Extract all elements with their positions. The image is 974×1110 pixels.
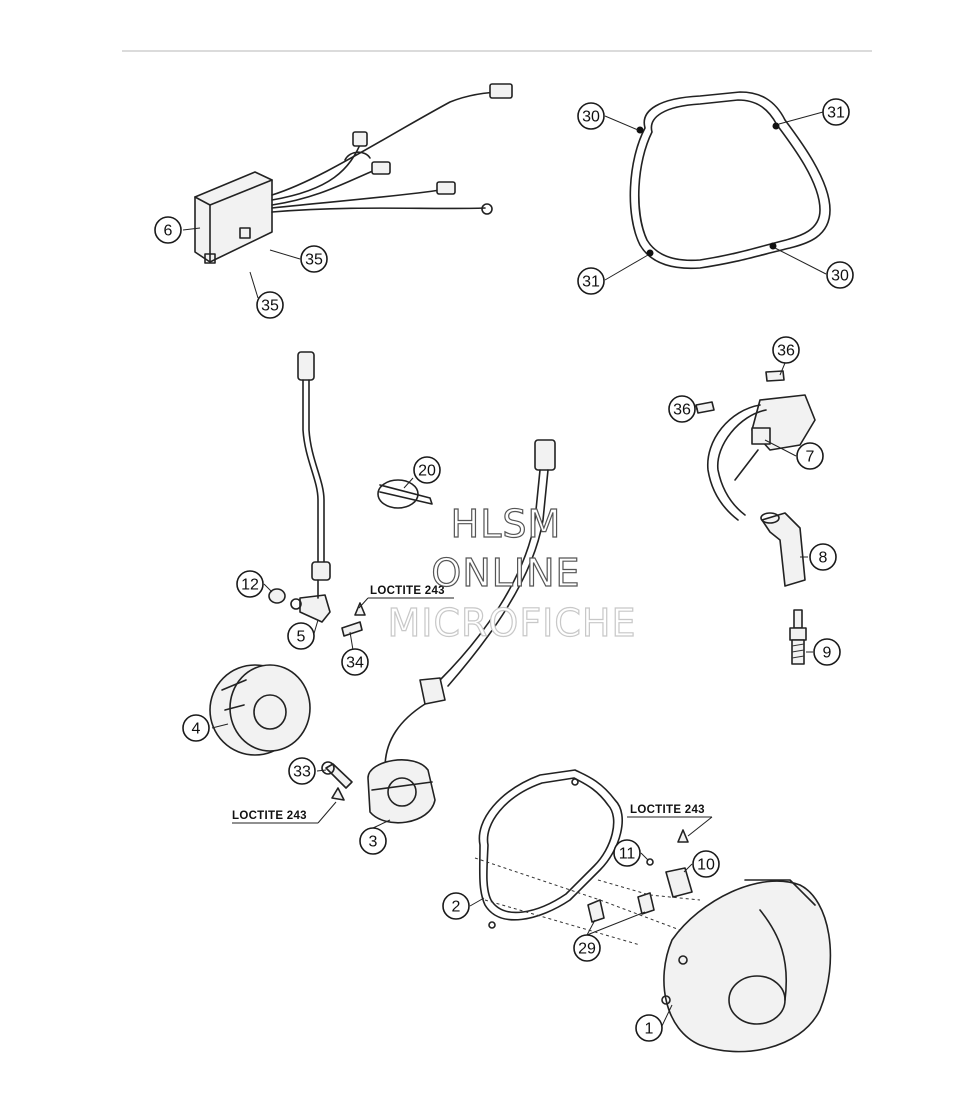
callout-36-upper: 36 — [772, 336, 800, 364]
loctite-note-right: LOCTITE 243 — [630, 804, 705, 816]
watermark-line-2: ONLINE — [431, 551, 580, 595]
svg-text:10: 10 — [697, 857, 715, 874]
svg-text:6: 6 — [164, 223, 173, 240]
svg-text:36: 36 — [673, 402, 691, 419]
callout-30-upper: 30 — [577, 102, 605, 130]
callout-11: 11 — [613, 839, 641, 867]
callout-35-lower: 35 — [256, 291, 284, 319]
ignition-cover-drawing — [661, 879, 832, 1053]
nut-drawing — [268, 588, 286, 604]
flywheel-drawing — [209, 664, 311, 756]
callout-1: 1 — [635, 1014, 663, 1042]
callout-5: 5 — [287, 622, 315, 650]
svg-text:3: 3 — [369, 834, 378, 851]
cable-tie-drawing — [377, 479, 433, 509]
spark-plug-cap-drawing — [760, 512, 806, 587]
watermark-line-3: MICROFICHE — [387, 601, 636, 645]
callout-33: 33 — [288, 757, 316, 785]
svg-text:34: 34 — [346, 655, 364, 672]
svg-text:9: 9 — [823, 645, 832, 662]
pickup-sensor-drawing — [290, 351, 331, 623]
callout-8: 8 — [809, 543, 837, 571]
callout-36-left: 36 — [668, 395, 696, 423]
cdi-unit-drawing — [194, 83, 513, 264]
callout-9: 9 — [813, 638, 841, 666]
ignition-coil-drawing — [695, 370, 816, 521]
watermark-line-1: HLSM — [451, 502, 562, 546]
svg-text:31: 31 — [582, 274, 600, 291]
svg-text:30: 30 — [831, 268, 849, 285]
callout-10: 10 — [692, 850, 720, 878]
callout-29: 29 — [573, 934, 601, 962]
callout-34: 34 — [341, 648, 369, 676]
svg-text:35: 35 — [261, 298, 279, 315]
callout-35-upper: 35 — [300, 245, 328, 273]
gasket-drawing — [629, 91, 831, 270]
callout-6: 6 — [154, 216, 182, 244]
callout-31-lower: 31 — [577, 267, 605, 295]
callout-3: 3 — [359, 827, 387, 855]
svg-text:35: 35 — [305, 252, 323, 269]
assembly-lines — [474, 857, 701, 946]
svg-text:29: 29 — [578, 941, 596, 958]
svg-text:12: 12 — [241, 577, 259, 594]
svg-text:36: 36 — [777, 343, 795, 360]
spacers-drawing — [587, 829, 693, 923]
leader-lines — [182, 111, 827, 1029]
loctite-note-left: LOCTITE 243 — [232, 810, 307, 822]
loctite-note-upper: LOCTITE 243 — [370, 585, 445, 597]
bolt-34-drawing — [341, 602, 366, 637]
svg-text:4: 4 — [192, 721, 201, 738]
svg-text:2: 2 — [452, 899, 461, 916]
cover-gasket-drawing — [478, 769, 623, 929]
spark-plug-drawing — [789, 609, 807, 665]
callout-2: 2 — [442, 892, 470, 920]
svg-text:8: 8 — [819, 550, 828, 567]
callout-7: 7 — [796, 442, 824, 470]
svg-text:30: 30 — [582, 109, 600, 126]
svg-text:5: 5 — [297, 629, 306, 646]
callout-31-upper: 31 — [822, 98, 850, 126]
stator-drawing — [367, 439, 556, 824]
svg-text:33: 33 — [293, 764, 311, 781]
svg-text:31: 31 — [827, 105, 845, 122]
callout-4: 4 — [182, 714, 210, 742]
svg-text:11: 11 — [619, 846, 636, 863]
callout-30-lower: 30 — [826, 261, 854, 289]
svg-text:1: 1 — [645, 1021, 654, 1038]
callout-20: 20 — [413, 456, 441, 484]
svg-text:7: 7 — [806, 449, 815, 466]
callout-12: 12 — [236, 570, 264, 598]
bolt-33-drawing — [321, 761, 353, 801]
svg-text:20: 20 — [418, 463, 436, 480]
